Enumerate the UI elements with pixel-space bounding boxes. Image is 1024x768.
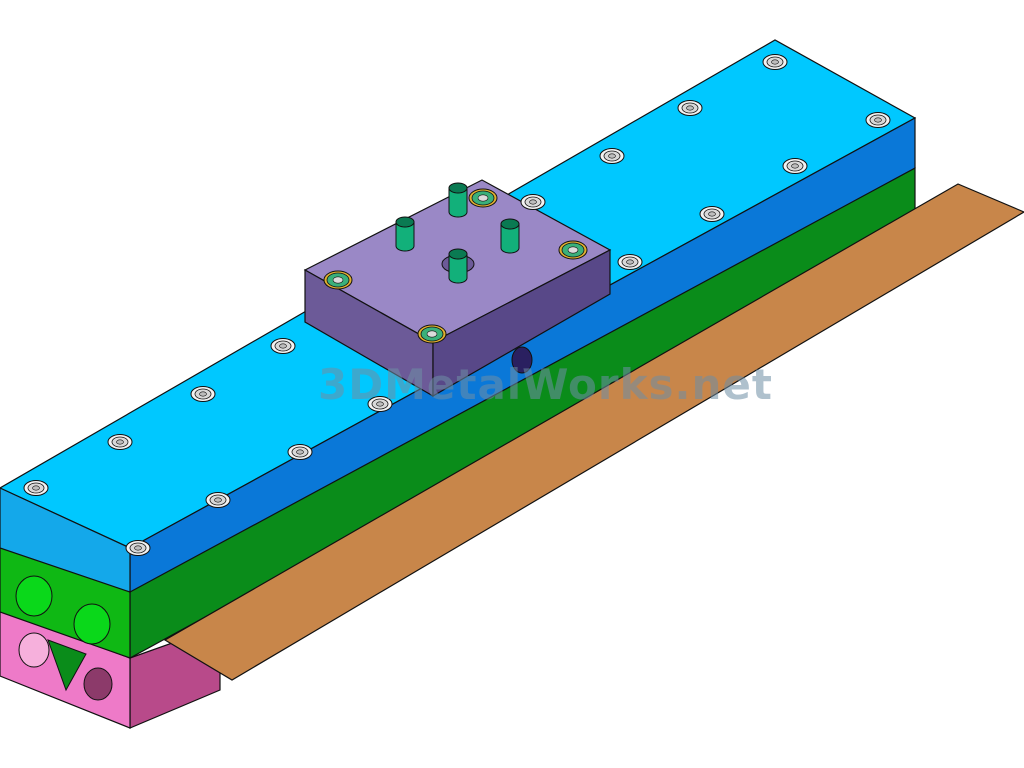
hex-socket-bolt-icon	[865, 112, 891, 128]
hex-socket-bolt-icon	[270, 338, 296, 354]
v-notch	[47, 639, 87, 692]
middle-port-right	[73, 603, 111, 645]
hex-socket-bolt-icon	[782, 158, 808, 174]
hex-socket-bolt-icon	[23, 480, 49, 496]
hex-socket-bolt-icon	[287, 444, 313, 460]
hex-socket-bolt-icon	[617, 254, 643, 270]
hex-socket-bolt-icon	[599, 148, 625, 164]
hex-socket-bolt-icon	[107, 434, 133, 450]
bottom-port-right	[83, 667, 113, 701]
pin-group	[395, 182, 520, 284]
hex-socket-bolt-icon	[367, 396, 393, 412]
hex-socket-bolt-icon	[125, 540, 151, 556]
hex-socket-bolt-icon	[205, 492, 231, 508]
hex-socket-bolt-icon	[762, 54, 788, 70]
dowel-pin-icon	[500, 218, 520, 254]
hex-socket-bolt-icon	[699, 206, 725, 222]
copper-strip	[163, 183, 1024, 681]
bolt-group	[23, 54, 891, 556]
dowel-pin-icon	[448, 248, 468, 284]
side-threaded-port	[511, 346, 533, 374]
hex-socket-bolt-icon	[323, 270, 353, 290]
top-block-front-face	[0, 487, 131, 593]
hex-socket-bolt-icon	[558, 240, 588, 260]
hex-socket-bolt-icon	[417, 324, 447, 344]
watermark-text: 3DMetalWorks.net	[318, 360, 773, 409]
dowel-pin-icon	[395, 216, 415, 252]
clamp-plate-right-face	[432, 249, 611, 398]
plate-bolt-group	[323, 188, 588, 344]
hex-socket-bolt-icon	[677, 100, 703, 116]
dowel-pin-icon	[448, 182, 468, 218]
hex-socket-bolt-icon	[468, 188, 498, 208]
bottom-port-left	[18, 632, 50, 668]
hex-socket-bolt-icon	[520, 194, 546, 210]
middle-port-left	[15, 575, 53, 617]
hex-socket-bolt-icon	[190, 386, 216, 402]
